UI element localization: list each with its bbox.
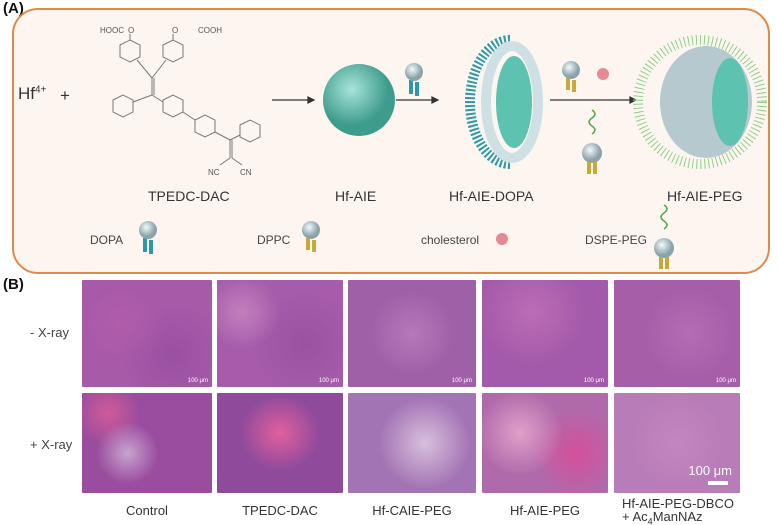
- scale-bar: [708, 481, 728, 485]
- label-hf-aie-peg: Hf-AIE-PEG: [667, 188, 743, 204]
- group-hooc: HOOC: [100, 26, 124, 35]
- cholesterol-icon: [597, 68, 609, 80]
- peg-core: [712, 58, 748, 146]
- col-label-hf-aie-peg: Hf-AIE-PEG: [509, 503, 581, 518]
- legend-cholesterol-icon: [496, 233, 508, 245]
- reaction-arrows: [139, 35, 767, 269]
- group-o-left: O: [128, 26, 134, 35]
- tissue-control-no-xray: 100 μm: [82, 280, 212, 387]
- panel-b-label: (B): [3, 276, 24, 293]
- legend-dppc-icon: [302, 221, 320, 239]
- legend-cholesterol: cholesterol: [421, 233, 480, 247]
- dopa-core: [496, 56, 532, 148]
- tissue-hf-aie-peg-xray: [482, 393, 608, 493]
- tissue-tpedc-no-xray: 100 μm: [217, 280, 343, 387]
- tissue-dbco-no-xray: 100 μm: [614, 280, 740, 387]
- hf-aie-sphere: [323, 64, 395, 136]
- legend-dopa-icon: [139, 221, 157, 239]
- tissue-tpedc-xray: [217, 393, 343, 493]
- legend-dopa: DOPA: [90, 233, 124, 247]
- group-nc: NC: [208, 168, 220, 177]
- group-cooh: COOH: [198, 26, 222, 35]
- label-hf-aie-dopa: Hf-AIE-DOPA: [449, 188, 534, 204]
- hf-ion: Hf4+: [18, 84, 47, 103]
- dppc-lipid-icon: [562, 61, 580, 79]
- tissue-control-xray: [82, 393, 212, 493]
- peg-corona: [633, 35, 767, 169]
- col-label-control: Control: [126, 503, 168, 518]
- dopa-layer: [465, 35, 511, 169]
- row-label-plus-xray: + X-ray: [30, 437, 73, 452]
- legend-dspe-peg: DSPE-PEG: [585, 233, 648, 247]
- plus-sign: +: [60, 86, 70, 105]
- tissue-hf-caie-xray: [348, 393, 476, 493]
- group-o-right: O: [172, 26, 178, 35]
- tpedc-dac-structure: HOOC O O COOH NC CN: [100, 26, 261, 177]
- col-label-hf-caie-peg: Hf-CAIE-PEG: [372, 503, 452, 518]
- row-label-minus-xray: - X-ray: [30, 325, 69, 340]
- tissue-hf-aie-peg-no-xray: 100 μm: [482, 280, 608, 387]
- dspe-peg-lipid-icon: [582, 143, 602, 163]
- tissue-dbco-xray: 100 μm: [614, 393, 740, 493]
- panel-a-label: (A): [3, 0, 24, 17]
- col-label-tpedc-dac: TPEDC-DAC: [242, 503, 318, 518]
- dopa-lipid-icon: [405, 63, 423, 81]
- scale-bar-label: 100 μm: [688, 463, 732, 478]
- panel-a-frame: [12, 8, 770, 274]
- legend-dppc: DPPC: [257, 233, 291, 247]
- label-hf-aie: Hf-AIE: [335, 188, 377, 204]
- legend-dspe-peg-icon: [654, 238, 674, 258]
- col-label-dbco: Hf-AIE-PEG-DBCO + Ac4ManNAz: [622, 496, 734, 525]
- tissue-hf-caie-no-xray: 100 μm: [348, 280, 476, 387]
- label-tpedc-dac: TPEDC-DAC: [148, 188, 230, 204]
- group-cn: CN: [240, 168, 252, 177]
